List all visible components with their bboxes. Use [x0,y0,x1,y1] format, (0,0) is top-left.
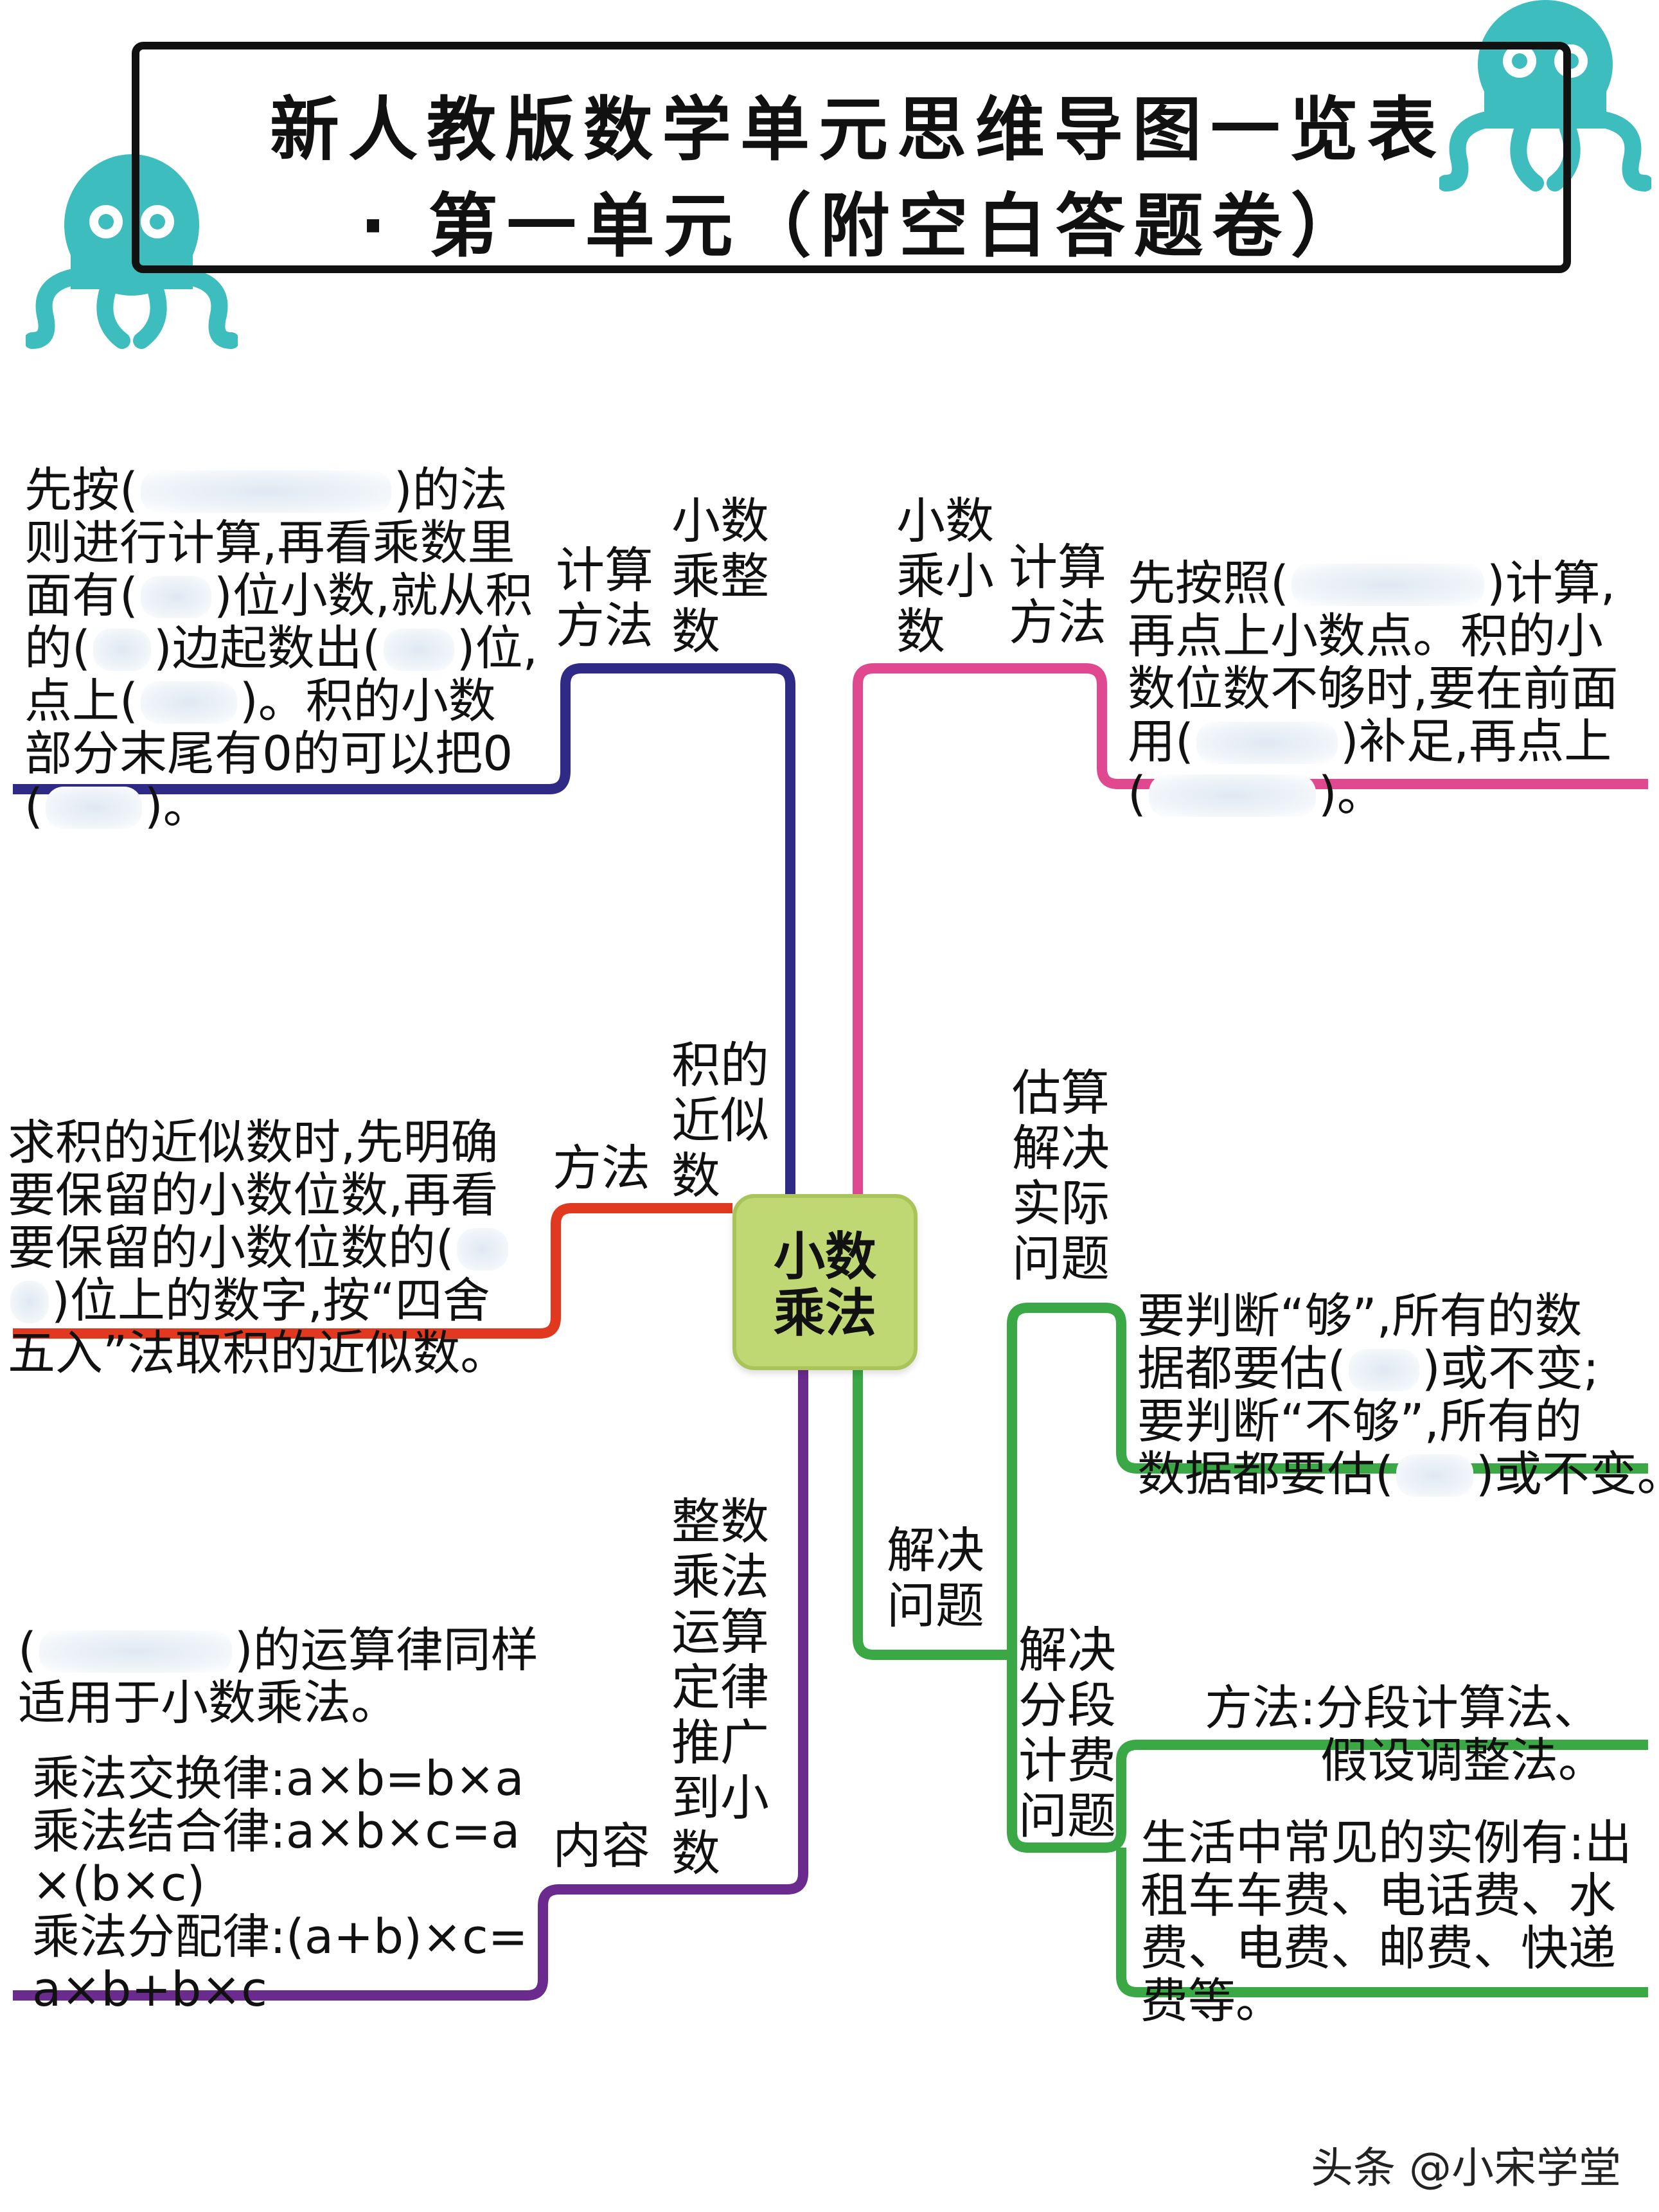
text-approximation: 求积的近似数时,先明确 要保留的小数位数,再看 要保留的小数位数的( )位上的数… [8,1115,508,1381]
text-multiplication-laws: ()的运算律同样 适用于小数乘法。 [18,1623,538,1731]
sublabel-method: 方法 [553,1139,650,1197]
text-decimal-times-decimal: 先按照()计算, 再点上小数点。积的小 数位数不够时,要在前面 用()补足,再点… [1128,556,1619,822]
branch-line-estimate [1007,1303,1648,1655]
sublabel-calculation-method: 计算 方法 [556,542,653,654]
text-segment-examples: 生活中常见的实例有:出 租车车费、电话费、水 费、电费、邮费、快递 费等。 [1140,1815,1632,2029]
center-node-label: 小数 乘法 [774,1227,876,1343]
topic-estimation-problems: 估算 解决 实际 问题 [1012,1064,1110,1287]
octopus-icon [1439,0,1651,192]
answer-blank [93,629,151,671]
answer-blank [140,681,237,724]
center-node: 小数 乘法 [732,1194,918,1370]
page-title: 新人教版数学单元思维导图一览表 [270,90,1446,170]
branch-line-decimal-times-integer [13,663,795,1195]
branch-line-approximation [13,1203,732,1339]
answer-blank [39,1630,232,1673]
answer-blank [1291,564,1484,606]
answer-blank [1348,1349,1419,1391]
answer-blank [1396,1454,1473,1497]
branch-line-segment [1007,1655,1648,1853]
branch-line-solve-problems [853,1362,1012,1660]
sublabel-calculation-method: 计算 方法 [1009,539,1106,651]
branch-line-laws [13,1362,808,2001]
text-segment-method: 方法:分段计算法、 假设调整法。 [1205,1681,1606,1788]
topic-solve-problems: 解决 问题 [887,1522,984,1634]
answer-blank [140,576,211,618]
topic-approximate-product: 积的 近似 数 [671,1037,769,1204]
answer-blank [383,629,454,671]
answer-blank [1196,722,1338,764]
topic-multiplication-laws: 整数 乘法 运算 定律 推广 到小 数 [671,1493,769,1882]
topic-segment-billing: 解决 分段 计费 问题 [1018,1621,1116,1844]
sublabel-content: 内容 [553,1817,650,1875]
branch-line-segment-lower [1116,1848,1648,1997]
topic-decimal-times-decimal: 小数 乘小 数 [896,492,994,660]
text-estimation: 要判断“够”,所有的数 据都要估()或不变; 要判断“不够”,所有的 数据都要估… [1137,1289,1659,1502]
text-decimal-times-integer: 先按()的法 则进行计算,再看乘数里 面有()位小数,就从积 的()边起数出()… [24,463,538,834]
answer-blank [10,1281,49,1323]
text-multiplication-laws-list: 乘法交换律:a×b=b×a 乘法结合律:a×b×c=a ×(b×c) 乘法分配律… [32,1751,528,2017]
answer-blank [140,470,391,513]
answer-blank [456,1228,508,1271]
page-subtitle: · 第一单元（附空白答题卷） [360,186,1369,267]
answer-blank [45,787,142,829]
title-frame [132,42,1571,273]
answer-blank [1148,774,1316,817]
watermark: 头条 @小宋学堂 [1311,2143,1621,2193]
octopus-icon [26,154,238,349]
branch-line-decimal-times-decimal [853,663,1648,1195]
topic-decimal-times-integer: 小数 乘整 数 [671,492,769,660]
